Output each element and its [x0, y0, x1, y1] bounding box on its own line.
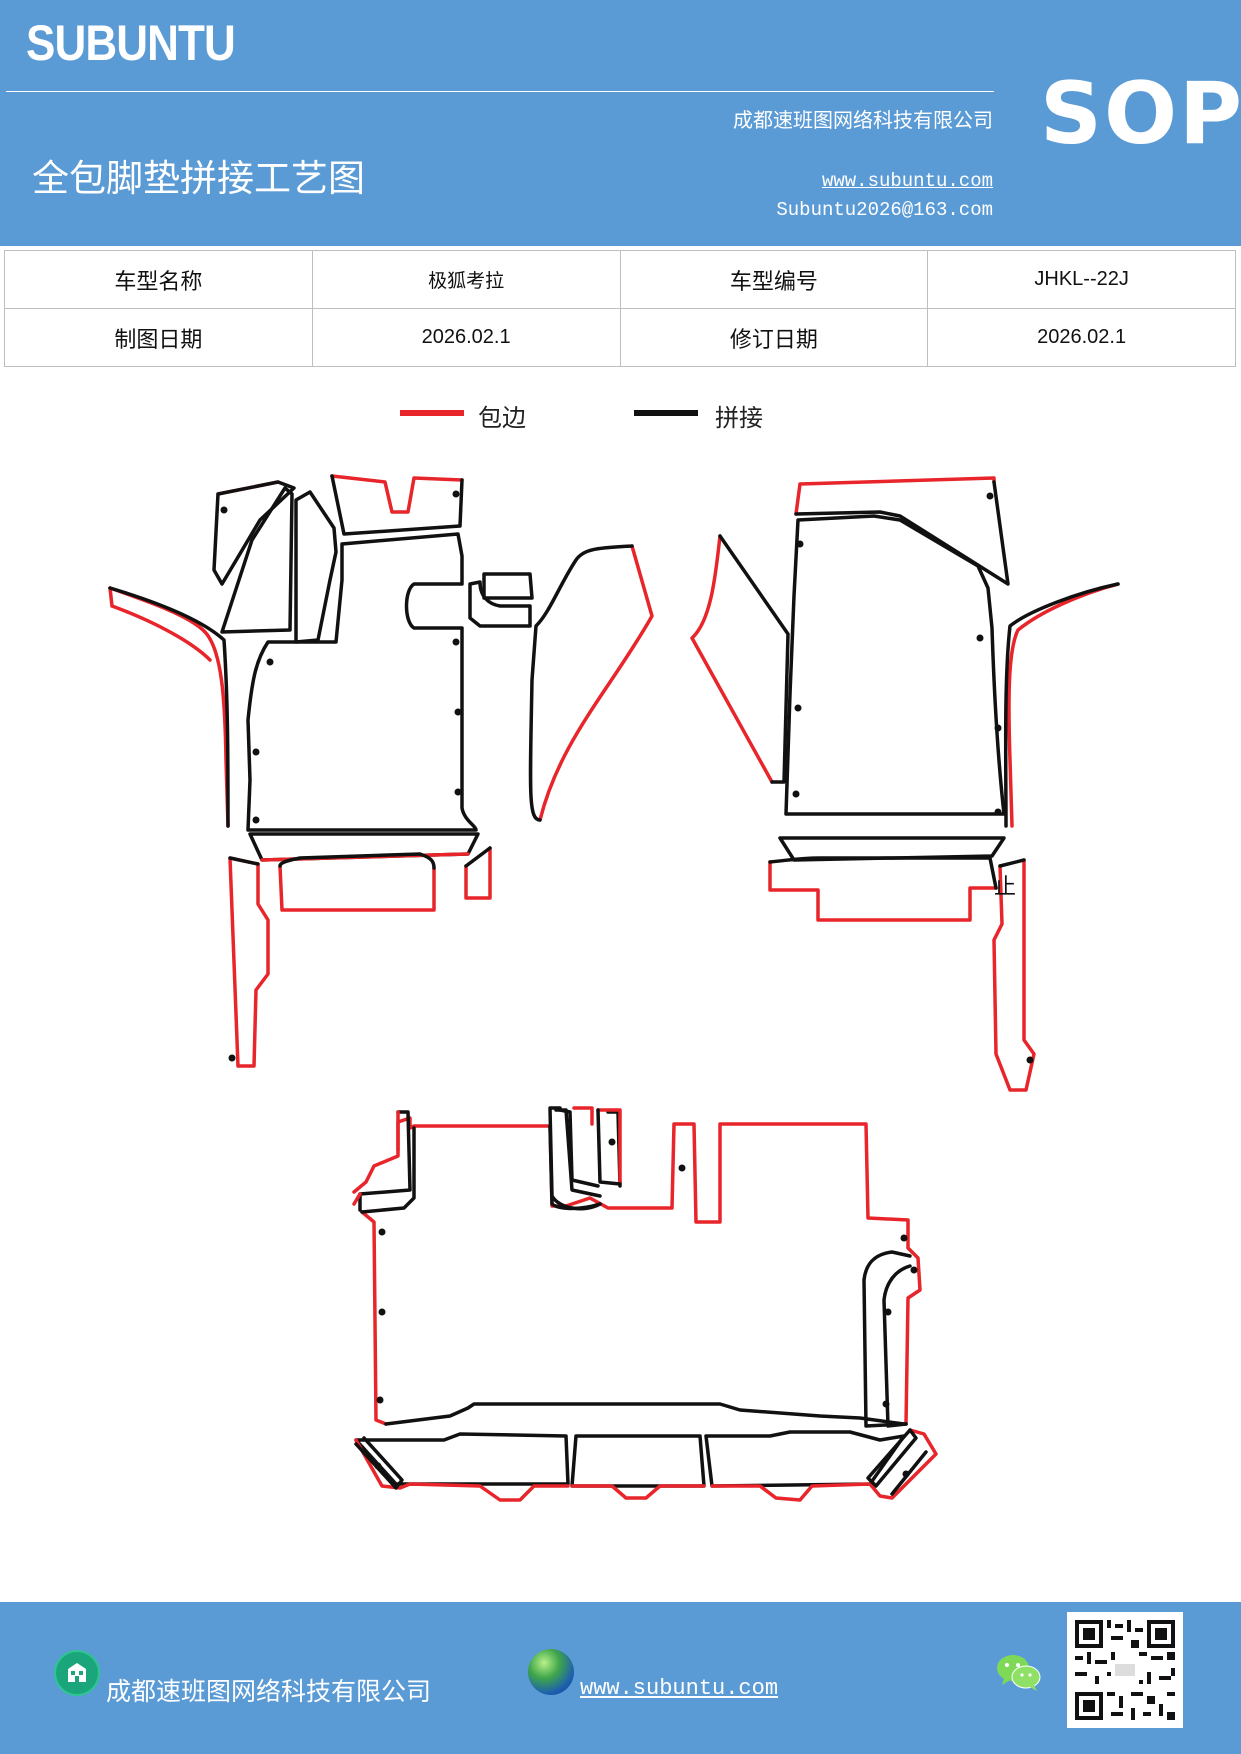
- globe-icon: [528, 1649, 574, 1695]
- rear-bottom-mid: [570, 1434, 706, 1488]
- rear-main-edge: [352, 1116, 922, 1426]
- right-sill: [1003, 582, 1120, 828]
- legend-swatch-seam: [634, 410, 698, 416]
- driver-main: [246, 532, 478, 832]
- drawing-annotation: 止: [994, 875, 1016, 900]
- right-sill-edge: [1007, 582, 1120, 828]
- value-model-code: JHKL--22J: [927, 250, 1236, 309]
- rear-bottom-mid-edge: [570, 1484, 706, 1500]
- pedal-insert-2: [468, 580, 532, 628]
- footer-company: 成都速班图网络科技有限公司: [106, 1677, 432, 1706]
- rear-top-left-tab: [358, 1110, 412, 1212]
- rear-top-left-tab-edge: [352, 1110, 400, 1206]
- value-revise-date: 2026.02.1: [927, 308, 1236, 367]
- qr-code[interactable]: [1067, 1612, 1183, 1728]
- rear-main-left-edge: [360, 1210, 388, 1426]
- value-draw-date: 2026.02.1: [311, 308, 621, 367]
- rear-top-middle-tab-edge: [572, 1106, 594, 1126]
- header-company: 成都速班图网络科技有限公司: [733, 108, 993, 132]
- right-top-panel-edge: [794, 476, 996, 516]
- center-right-strip-edge: [538, 544, 654, 822]
- value-model-name: 极狐考拉: [311, 250, 621, 309]
- label-draw-date: 制图日期: [4, 308, 313, 367]
- left-sill-seam: [108, 586, 212, 662]
- right-door-strip: [718, 534, 790, 784]
- header-email: Subuntu2026@163.com: [776, 199, 993, 221]
- left-sill-inner: [108, 586, 230, 828]
- legend-label-seam: 拼接: [715, 404, 763, 432]
- rear-bottom-left-edge: [354, 1438, 570, 1502]
- rear-top-small-piece-edge: [596, 1108, 622, 1184]
- right-heel-piece: [778, 836, 1006, 862]
- center-right-strip: [528, 544, 634, 822]
- right-top-panel: [794, 480, 1010, 586]
- rear-main-bottom-seam: [384, 1402, 906, 1426]
- upper-left-panel-2: [220, 486, 294, 634]
- legend-label-edging: 包边: [478, 404, 526, 432]
- rear-bottom-right: [704, 1430, 906, 1488]
- right-bottom-panel-edge: [768, 860, 998, 922]
- company-icon: [54, 1650, 100, 1696]
- brand-logo: SUBUNTU: [26, 15, 236, 71]
- right-side-strip: [998, 858, 1026, 868]
- rear-bottom-right-edge: [710, 1482, 872, 1502]
- label-model-name: 车型名称: [4, 250, 313, 309]
- left-bottom-piece-edge: [278, 864, 436, 912]
- rivet-dots: [220, 490, 1034, 1478]
- label-revise-date: 修订日期: [619, 308, 929, 367]
- table-row: 制图日期 2026.02.1 修订日期 2026.02.1: [4, 308, 1236, 367]
- driver-top: [330, 474, 464, 536]
- right-bottom-panel: [768, 856, 998, 890]
- rear-side-seam-2: [882, 1264, 912, 1428]
- left-bottom-piece: [278, 852, 436, 870]
- page-title: 全包脚垫拼接工艺图: [32, 157, 365, 200]
- wechat-icon[interactable]: [996, 1652, 1042, 1692]
- table-row: 车型名称 极狐考拉 车型编号 JHKL--22J: [4, 250, 1236, 309]
- footer-website-link[interactable]: www.subuntu.com: [580, 1676, 779, 1701]
- right-main-panel: [784, 514, 1006, 816]
- left-bottom-tab: [464, 846, 492, 868]
- left-bottom-tab-edge: [464, 846, 492, 900]
- rear-top-middle-tab: [548, 1106, 602, 1211]
- upper-left-panel-3: [294, 490, 338, 644]
- left-front-mat-group: [108, 474, 654, 1068]
- right-front-mat-group: 止: [690, 476, 1120, 1092]
- sop-badge: SOP: [1040, 64, 1241, 164]
- pedal-insert-1: [482, 572, 534, 600]
- header-divider: [6, 91, 994, 92]
- upper-left-panel: [212, 480, 296, 586]
- left-side-strip-edge: [228, 856, 270, 1068]
- left-side-strip-seam: [228, 856, 260, 866]
- right-side-strip-edge: [992, 858, 1036, 1092]
- rear-top-small-piece: [596, 1108, 622, 1186]
- legend-swatch-edging: [400, 410, 464, 416]
- right-door-strip-edge: [690, 534, 774, 784]
- header-banner: [0, 0, 1241, 246]
- info-table: 车型名称 极狐考拉 车型编号 JHKL--22J 制图日期 2026.02.1 …: [4, 250, 1236, 367]
- rear-corner-right-edge: [868, 1428, 938, 1500]
- driver-top-edge: [330, 474, 464, 514]
- rear-mat-group: [352, 1106, 938, 1502]
- label-model-code: 车型编号: [619, 250, 929, 309]
- left-sill-edge: [108, 586, 230, 828]
- header-website-link[interactable]: www.subuntu.com: [821, 170, 993, 192]
- rear-side-seam: [862, 1250, 912, 1428]
